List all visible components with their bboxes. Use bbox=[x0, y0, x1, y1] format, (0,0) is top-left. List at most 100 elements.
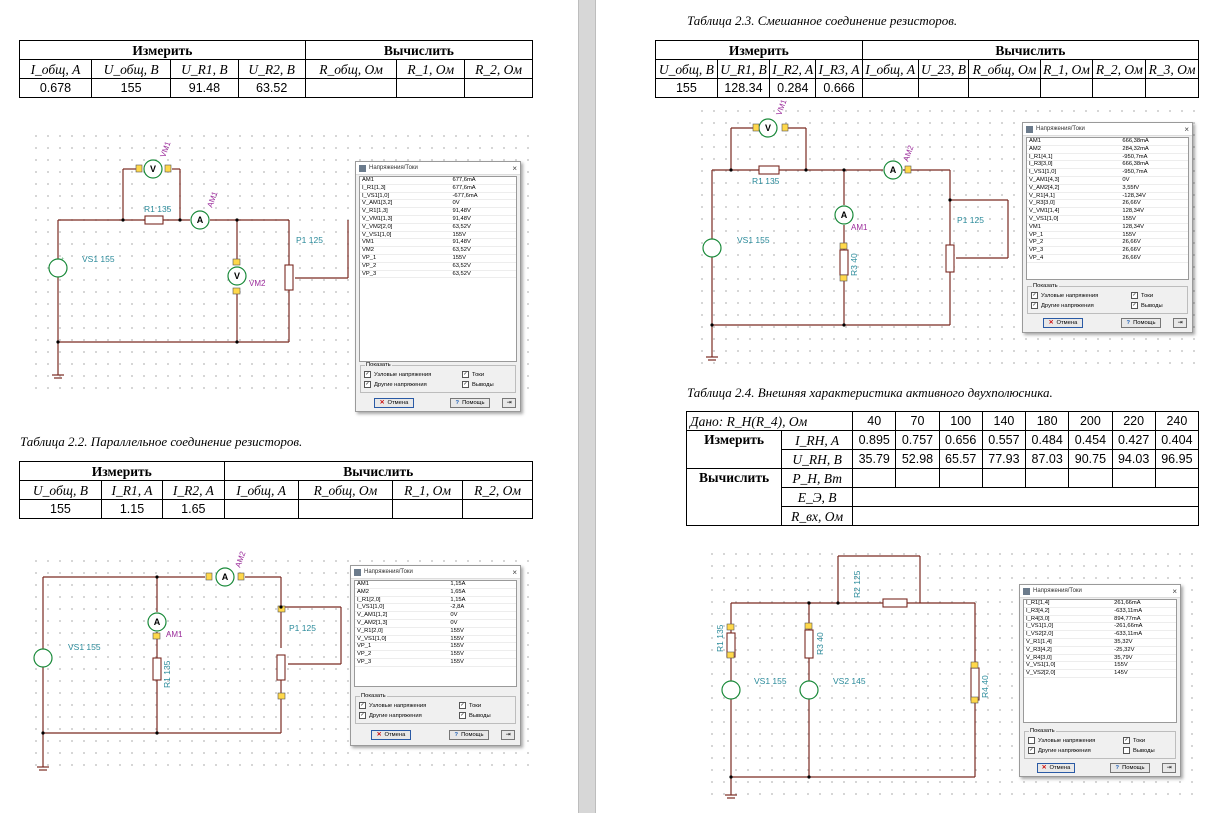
export-icon[interactable]: ⇥ bbox=[502, 398, 516, 408]
cancel-button[interactable]: ✕Отмена bbox=[1043, 318, 1083, 328]
dialog-title-bar[interactable]: Напряжения/Токи × bbox=[356, 162, 520, 175]
other-voltages-checkbox[interactable]: ✓Другие напряжения bbox=[359, 712, 422, 719]
table-cell[interactable]: 128.34 bbox=[716, 78, 771, 98]
list-item[interactable]: I_R1[1,3]677,6mA bbox=[360, 185, 516, 193]
table-cell[interactable]: 0.484 bbox=[1025, 430, 1070, 450]
pins-checkbox[interactable]: ✓Выводы bbox=[1131, 302, 1163, 309]
dialog-title-bar[interactable]: Напряжения/Токи × bbox=[1023, 123, 1192, 136]
other-voltages-checkbox[interactable]: ✓Другие напряжения bbox=[1028, 747, 1091, 754]
list-item[interactable]: V_VS1[1,0]155V bbox=[1024, 662, 1176, 671]
list-item[interactable]: V_R3[4,2]-25,32V bbox=[1024, 647, 1176, 655]
list-item[interactable]: I_R4[3,0]894,77mA bbox=[1024, 616, 1176, 624]
table-cell[interactable]: 52.98 bbox=[895, 449, 940, 469]
help-button[interactable]: ?Помощь bbox=[450, 398, 490, 408]
currents-checkbox[interactable]: ✓Токи bbox=[462, 371, 485, 378]
table-cell[interactable]: 65.57 bbox=[938, 449, 983, 469]
list-item[interactable]: I_R1[2,0]1,15A bbox=[355, 597, 516, 605]
close-icon[interactable]: × bbox=[1172, 586, 1177, 596]
list-item[interactable]: I_R3[3,0]666,38mA bbox=[1027, 161, 1188, 170]
table-cell[interactable]: 0.666 bbox=[815, 78, 863, 98]
list-item[interactable]: I_VS1[1,0]-950,7mA bbox=[1027, 169, 1188, 177]
list-item[interactable]: V_AM2[4,2]3,55fV bbox=[1027, 185, 1188, 193]
close-icon[interactable]: × bbox=[512, 567, 517, 577]
pins-checkbox[interactable]: Выводы bbox=[1123, 747, 1155, 754]
node-voltages-checkbox[interactable]: ✓Узловые напряжения bbox=[364, 371, 432, 378]
list-item[interactable]: V_AM2[1,3]0V bbox=[355, 620, 516, 628]
list-item[interactable]: V_AM1[4,3]0V bbox=[1027, 177, 1188, 185]
list-item[interactable]: V_VS1[1,0]155V bbox=[1027, 216, 1188, 224]
table-cell[interactable]: 0.895 bbox=[852, 430, 897, 450]
other-voltages-checkbox[interactable]: ✓Другие напряжения bbox=[1031, 302, 1094, 309]
table-cell[interactable]: 35.79 bbox=[852, 449, 897, 469]
table-cell[interactable]: 0.284 bbox=[769, 78, 817, 98]
dialog-title-bar[interactable]: Напряжения/Токи × bbox=[1020, 585, 1180, 598]
table-cell[interactable]: 0.656 bbox=[938, 430, 983, 450]
table-cell[interactable]: 1.15 bbox=[100, 499, 164, 519]
list-item[interactable]: V_AM1[3,2]0V bbox=[360, 200, 516, 209]
list-item[interactable]: V_R1[4,1]-128,34V bbox=[1027, 193, 1188, 201]
currents-checkbox[interactable]: ✓Токи bbox=[1123, 737, 1146, 744]
node-voltages-checkbox[interactable]: ✓Узловые напряжения bbox=[359, 702, 427, 709]
dialog-title-bar[interactable]: Напряжения/Токи × bbox=[351, 566, 520, 579]
currents-checkbox[interactable]: ✓Токи bbox=[459, 702, 482, 709]
cancel-button[interactable]: ✕Отмена bbox=[371, 730, 411, 740]
table-cell[interactable] bbox=[297, 499, 394, 519]
list-item[interactable]: V_R4[3,0]35,79V bbox=[1024, 655, 1176, 663]
close-icon[interactable]: × bbox=[1184, 124, 1189, 134]
other-voltages-checkbox[interactable]: ✓Другие напряжения bbox=[364, 381, 427, 388]
export-icon[interactable]: ⇥ bbox=[1173, 318, 1187, 328]
table-cell[interactable] bbox=[462, 499, 533, 519]
table-cell[interactable]: 63.52 bbox=[237, 78, 306, 98]
table-cell[interactable] bbox=[968, 78, 1041, 98]
list-item[interactable]: I_R3[4,2]-633,11mA bbox=[1024, 608, 1176, 616]
list-item[interactable]: I_VS1[1,0]-677,6mA bbox=[360, 193, 516, 201]
export-icon[interactable]: ⇥ bbox=[1162, 763, 1176, 773]
table-cell[interactable]: 0.678 bbox=[19, 78, 92, 98]
table-cell[interactable]: 155 bbox=[655, 78, 718, 98]
close-icon[interactable]: × bbox=[512, 163, 517, 173]
help-button[interactable]: ?Помощь bbox=[449, 730, 489, 740]
table-cell[interactable]: 0.557 bbox=[981, 430, 1027, 450]
table-cell[interactable]: 155 bbox=[19, 499, 102, 519]
list-item[interactable]: I_VS2[2,0]-633,11mA bbox=[1024, 631, 1176, 639]
list-item[interactable]: V_VM1[1,3]91,48V bbox=[360, 216, 516, 224]
table-cell[interactable]: 91.48 bbox=[170, 78, 239, 98]
list-item[interactable]: V_VM2[2,0]63,52V bbox=[360, 224, 516, 232]
node-voltages-checkbox[interactable]: Узловые напряжения bbox=[1028, 737, 1095, 744]
help-button[interactable]: ?Помощь bbox=[1121, 318, 1161, 328]
list-item[interactable]: I_R1[1,4]261,66mA bbox=[1024, 600, 1176, 608]
cancel-button[interactable]: ✕Отмена bbox=[374, 398, 414, 408]
help-button[interactable]: ?Помощь bbox=[1110, 763, 1150, 773]
list-item[interactable]: V_R1[1,4]35,32V bbox=[1024, 639, 1176, 647]
list-item[interactable]: V_VM1[1,4]128,34V bbox=[1027, 208, 1188, 216]
list-item[interactable]: V_R1[1,3]91,48V bbox=[360, 208, 516, 216]
list-item[interactable]: V_VS1[1,0]155V bbox=[360, 232, 516, 240]
table-cell[interactable]: 1.65 bbox=[162, 499, 225, 519]
table-cell[interactable]: 155 bbox=[90, 78, 172, 98]
cancel-button[interactable]: ✕Отмена bbox=[1037, 763, 1075, 773]
pins-checkbox[interactable]: ✓Выводы bbox=[462, 381, 494, 388]
